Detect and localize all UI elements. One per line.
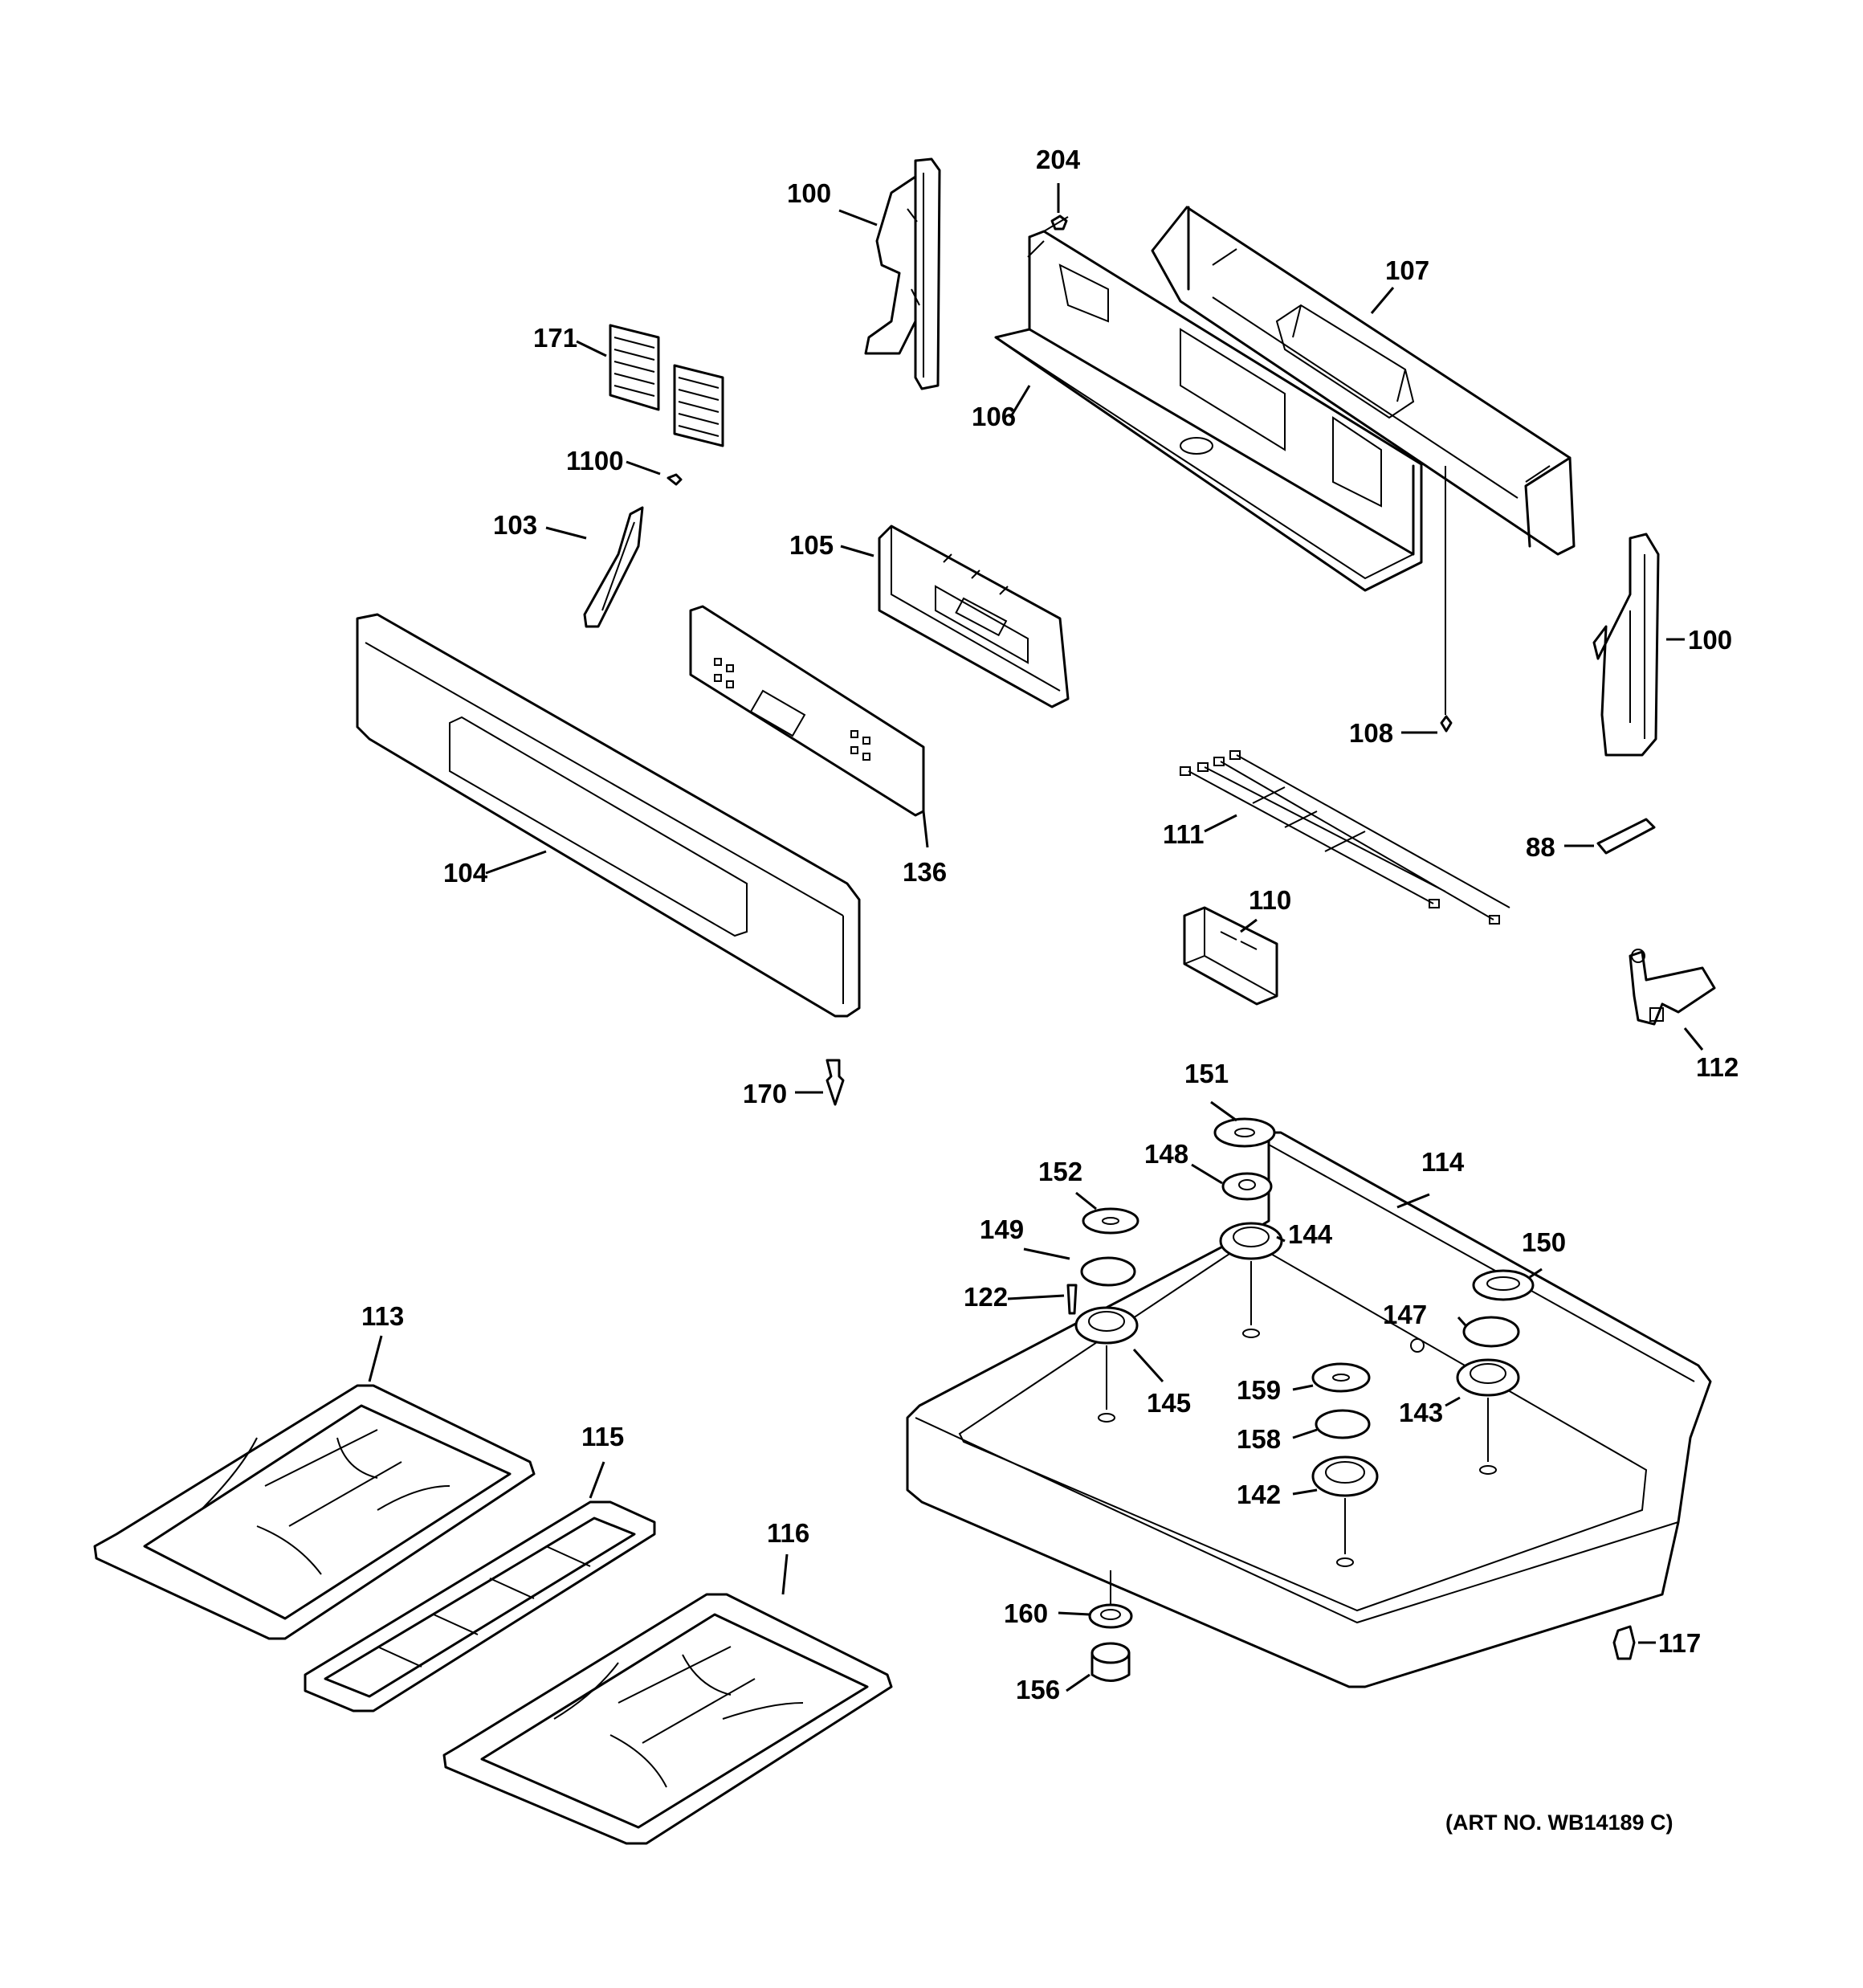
part-103-end-bracket (583, 506, 644, 628)
part-145-burner-base (1074, 1306, 1139, 1423)
callout-106: 106 (972, 402, 1016, 431)
callout-1100: 1100 (566, 446, 624, 476)
callout-151: 151 (1184, 1059, 1229, 1088)
part-104-control-panel-trim (356, 613, 861, 1018)
callout-103: 103 (493, 510, 537, 540)
part-204-screw (1043, 214, 1069, 232)
part-148-burner-head (1221, 1172, 1273, 1201)
part-150-burner-cap (1472, 1269, 1535, 1301)
callout-148: 148 (1144, 1139, 1188, 1169)
callout-111: 111 (1163, 819, 1204, 849)
part-113-left-grate (93, 1384, 536, 1640)
callout-145: 145 (1147, 1388, 1191, 1418)
part-108-screw (1440, 466, 1453, 733)
callout-112: 112 (1696, 1052, 1739, 1082)
part-170-screw (826, 1059, 845, 1106)
callout-158: 158 (1237, 1424, 1281, 1454)
callout-149: 149 (980, 1214, 1024, 1244)
callout-143: 143 (1399, 1398, 1443, 1427)
callout-170: 170 (743, 1079, 787, 1108)
callout-150: 150 (1522, 1227, 1566, 1257)
callout-142: 142 (1237, 1480, 1281, 1509)
callout-114: 114 (1421, 1147, 1465, 1177)
callout-160: 160 (1004, 1598, 1048, 1628)
callout-136: 136 (903, 857, 947, 887)
callout-107: 107 (1385, 255, 1429, 285)
art-number: (ART NO. WB14189 C) (1445, 1810, 1673, 1835)
callout-152: 152 (1038, 1157, 1082, 1186)
part-149-burner-head (1080, 1256, 1136, 1287)
part-144-burner-base (1219, 1222, 1283, 1338)
part-100-side-bracket-left (864, 157, 941, 390)
part-147-burner-head (1410, 1316, 1520, 1353)
callout-144: 144 (1288, 1219, 1333, 1249)
part-159-burner-cap (1311, 1362, 1371, 1393)
leader-lines (368, 183, 1704, 1692)
part-142-burner-base (1311, 1455, 1379, 1567)
callout-100-left: 100 (787, 178, 831, 208)
part-107-rear-panel (1151, 206, 1576, 556)
part-152-burner-cap (1082, 1207, 1139, 1235)
callout-100-right: 100 (1688, 625, 1732, 655)
callout-122: 122 (964, 1282, 1008, 1312)
part-117-clip (1612, 1625, 1636, 1660)
part-143-burner-base (1456, 1358, 1520, 1475)
part-105-control-board (878, 525, 1070, 708)
part-171-vent-grilles (609, 324, 724, 447)
callout-204: 204 (1036, 145, 1081, 174)
callout-113: 113 (361, 1301, 404, 1331)
callout-159: 159 (1237, 1375, 1281, 1405)
part-158-burner-head (1315, 1409, 1371, 1439)
callout-156: 156 (1016, 1675, 1060, 1704)
part-136-faceplate (689, 605, 925, 817)
part-88-clip (1596, 818, 1656, 855)
callout-108: 108 (1349, 718, 1393, 748)
part-122-screw (1066, 1284, 1078, 1315)
part-1100-screw (667, 473, 683, 486)
part-115-center-grate (304, 1500, 656, 1712)
part-106-backsplash-housing (994, 230, 1423, 592)
callout-105: 105 (789, 530, 834, 560)
callout-117: 117 (1658, 1628, 1701, 1658)
callout-110: 110 (1249, 885, 1291, 915)
callout-104: 104 (443, 858, 488, 888)
part-111-wire-harness (1180, 750, 1510, 925)
part-160-grommet (1088, 1570, 1133, 1629)
callout-147: 147 (1383, 1300, 1427, 1329)
part-116-right-grate (442, 1593, 893, 1845)
part-100-side-bracket-right (1592, 533, 1660, 757)
callout-171: 171 (533, 323, 577, 353)
callout-labels: 100 204 107 171 106 1100 103 105 100 108… (361, 145, 1739, 1704)
callout-116: 116 (767, 1518, 809, 1548)
part-156-foot (1090, 1642, 1131, 1682)
part-112-ignition-switch (1629, 949, 1716, 1026)
part-110-connector-block (1183, 906, 1278, 1006)
part-151-burner-cap (1213, 1117, 1276, 1148)
callout-115: 115 (581, 1422, 624, 1451)
callout-88: 88 (1526, 832, 1555, 862)
